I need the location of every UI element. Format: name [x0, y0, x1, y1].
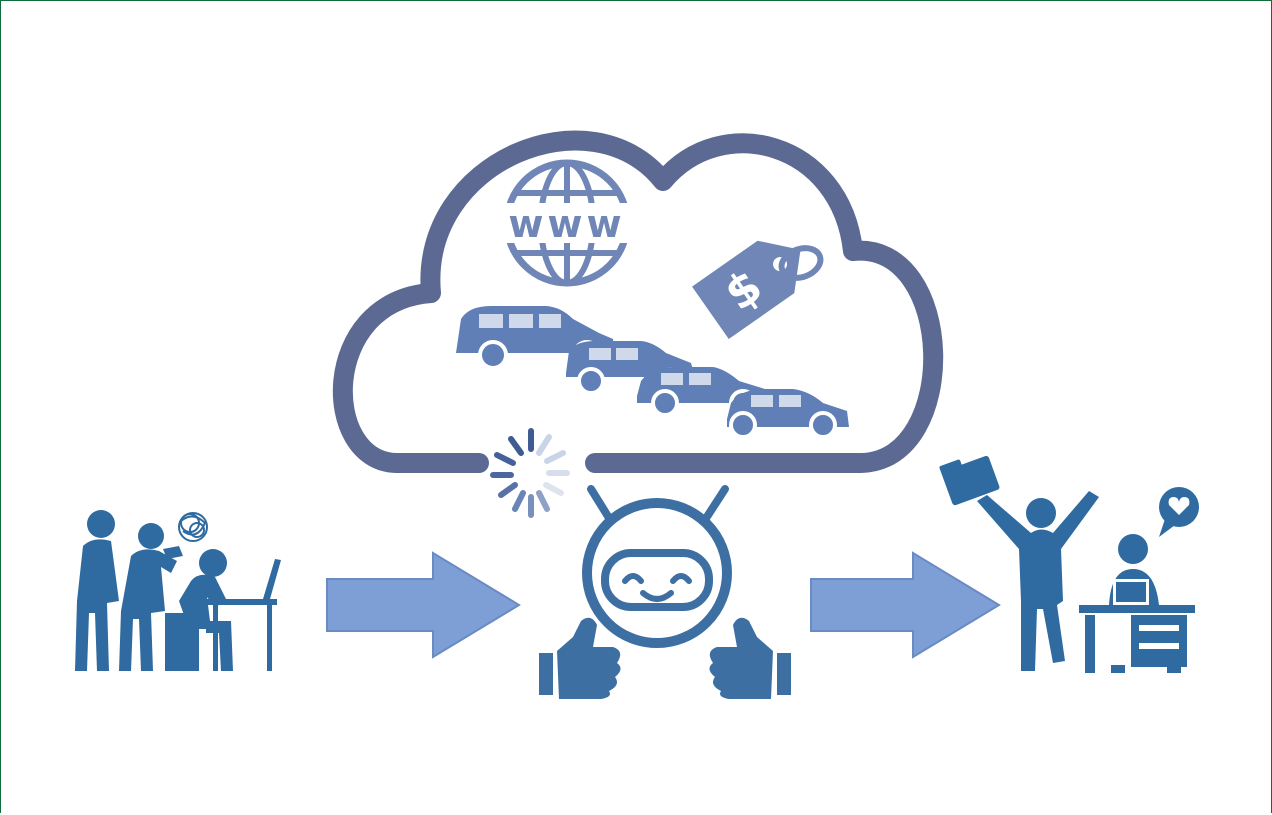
loading-spinner-icon — [493, 431, 567, 515]
thumbs-up-icon — [709, 618, 791, 699]
car-icon — [727, 389, 849, 437]
folder-icon — [939, 449, 1000, 506]
globe-label: www — [508, 202, 625, 246]
arrow-icon — [327, 553, 519, 657]
smiling-robot-icon — [587, 489, 727, 643]
frustrated-people-icon — [75, 510, 281, 671]
celebrating-people-icon — [939, 449, 1199, 673]
arrow-icon — [811, 553, 999, 657]
price-tag-icon: $ — [692, 224, 819, 340]
heart-speech-bubble-icon — [1159, 487, 1199, 537]
confusion-scribble-icon — [179, 513, 207, 541]
globe-icon: www — [497, 163, 637, 283]
